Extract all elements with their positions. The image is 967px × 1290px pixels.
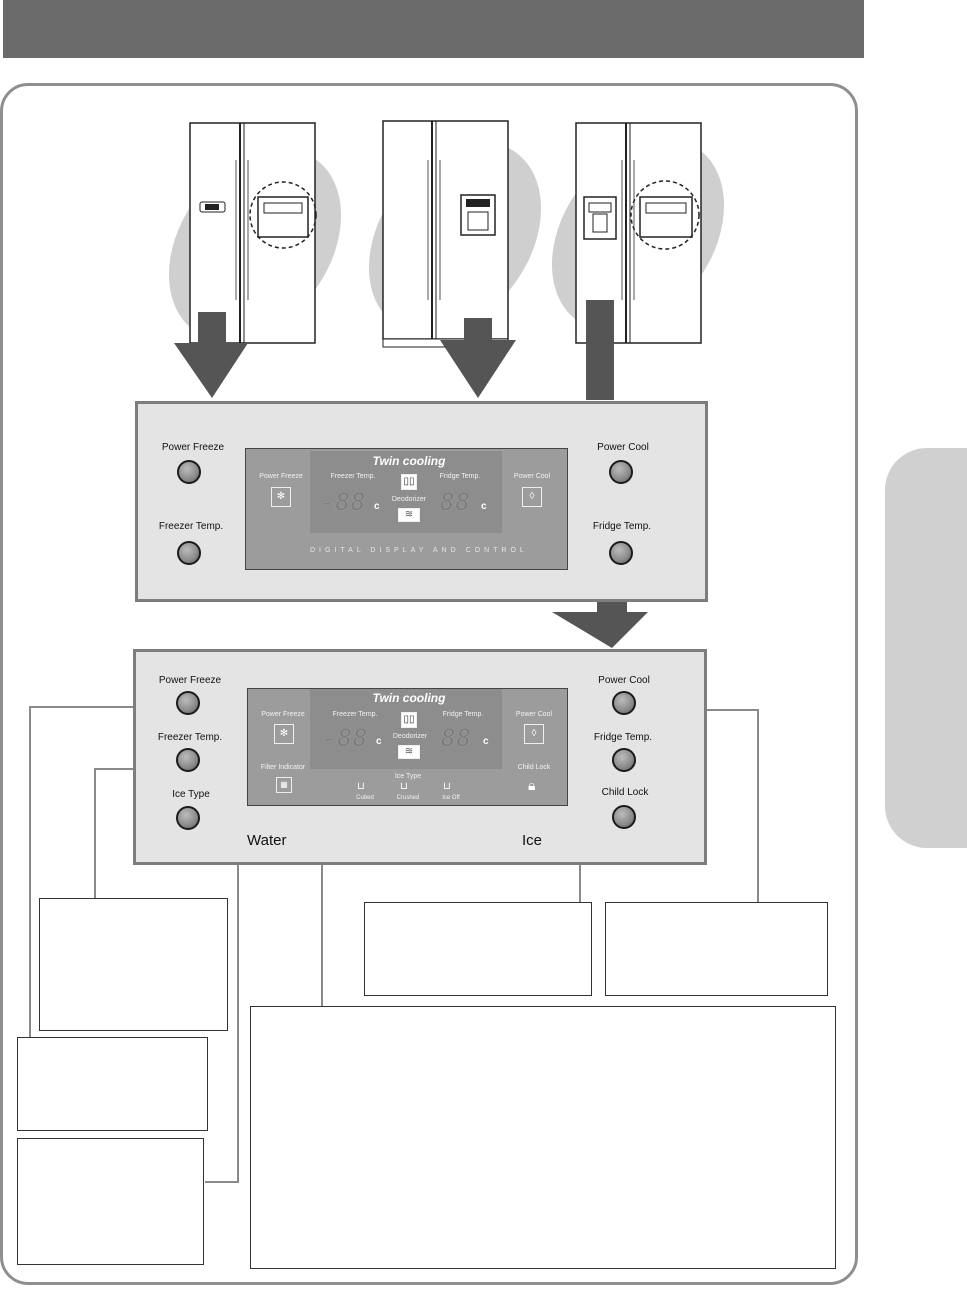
deodorizer-icon-2: ▯▯ bbox=[401, 712, 417, 728]
twin-cooling-title: Twin cooling bbox=[372, 454, 446, 468]
display-ice-type-text: Ice Type bbox=[394, 773, 422, 780]
arrow-down-panel bbox=[552, 601, 648, 648]
freezer-temp-label: Freezer Temp. bbox=[158, 521, 224, 532]
fridge-illustration-3 bbox=[551, 122, 725, 400]
callout-box-power-cool bbox=[605, 902, 828, 996]
arrow-down-1 bbox=[174, 312, 248, 398]
snowflake-icon-2: ✻ bbox=[274, 724, 294, 744]
display-fridge-temp-text: Fridge Temp. bbox=[439, 473, 481, 480]
display-deodorizer-text: Deodorizer bbox=[391, 496, 427, 503]
power-cool-button-2[interactable] bbox=[612, 691, 636, 715]
arrow-down-2 bbox=[440, 318, 516, 398]
power-cool-label: Power Cool bbox=[597, 442, 649, 453]
fridge-temp-button[interactable] bbox=[609, 541, 633, 565]
freezer-temp-digits-2: -88 bbox=[322, 724, 369, 752]
freezer-unit-2: c bbox=[376, 736, 382, 747]
power-freeze-label: Power Freeze bbox=[161, 442, 225, 453]
snowflake-icon: ✻ bbox=[271, 487, 291, 507]
deodorizer-wave-icon: ≋ bbox=[398, 508, 420, 522]
power-cool-label-2: Power Cool bbox=[598, 675, 650, 686]
display-freezer-temp-text: Freezer Temp. bbox=[330, 473, 376, 480]
twin-cooling-title-2: Twin cooling bbox=[372, 691, 446, 705]
freezer-temp-button[interactable] bbox=[177, 541, 201, 565]
deodorizer-icon: ▯▯ bbox=[401, 474, 417, 490]
filter-icon: ▦ bbox=[276, 777, 292, 793]
fridge-temp-label: Fridge Temp. bbox=[592, 521, 652, 532]
child-lock-label: Child Lock bbox=[601, 787, 649, 798]
fridge-temp-digits: 88 bbox=[440, 488, 471, 516]
power-freeze-button[interactable] bbox=[177, 460, 201, 484]
section-header-bar bbox=[3, 0, 864, 58]
droplet-icon: ◊ bbox=[522, 487, 542, 507]
ice-type-label: Ice Type bbox=[172, 789, 210, 800]
power-freeze-button-2[interactable] bbox=[176, 691, 200, 715]
water-label: Water bbox=[247, 832, 287, 849]
callout-box-power-freeze bbox=[17, 1037, 208, 1131]
display-fridge-temp-text-2: Fridge Temp. bbox=[442, 711, 484, 718]
callout-box-ice-type bbox=[17, 1138, 204, 1265]
lock-icon: 🔒︎ bbox=[528, 777, 536, 793]
display-freezer-temp-text-2: Freezer Temp. bbox=[332, 711, 378, 718]
power-cool-button[interactable] bbox=[609, 460, 633, 484]
display-power-cool-text: Power Cool bbox=[513, 473, 551, 480]
freezer-unit: c bbox=[374, 501, 380, 512]
fridge-unit-2: c bbox=[483, 736, 489, 747]
child-lock-button[interactable] bbox=[612, 805, 636, 829]
fridge-temp-button-2[interactable] bbox=[612, 748, 636, 772]
display-deodorizer-text-2: Deodorizer bbox=[392, 733, 428, 740]
droplet-icon-2: ◊ bbox=[524, 724, 544, 744]
power-freeze-label-2: Power Freeze bbox=[158, 675, 222, 686]
display-caption: DIGITAL DISPLAY AND CONTROL bbox=[310, 547, 528, 554]
fridge-illustration-2 bbox=[368, 120, 542, 398]
display-ice-off-text: Ice Off bbox=[442, 795, 460, 801]
arrow-shaft-3 bbox=[586, 300, 614, 400]
display-cubed-text: Cubed bbox=[356, 795, 374, 801]
freezer-temp-label-2: Freezer Temp. bbox=[157, 732, 223, 743]
callout-box-freezer-temp bbox=[39, 898, 228, 1031]
display-power-freeze-text-2: Power Freeze bbox=[261, 711, 305, 718]
fridge-illustration-1 bbox=[168, 122, 342, 398]
callout-box-fridge-temp bbox=[364, 902, 592, 996]
freezer-temp-digits: -88 bbox=[320, 488, 367, 516]
fridge-temp-digits-2: 88 bbox=[441, 724, 472, 752]
ice-label: Ice bbox=[522, 832, 543, 849]
fridge-unit: c bbox=[481, 501, 487, 512]
fridge-temp-label-2: Fridge Temp. bbox=[593, 732, 653, 743]
display-power-freeze-text: Power Freeze bbox=[259, 473, 303, 480]
display-filter-indicator-text: Filter Indicator bbox=[260, 764, 306, 771]
display-power-cool-text-2: Power Cool bbox=[515, 711, 553, 718]
cubed-ice-icon: ⊔ bbox=[357, 781, 365, 792]
crushed-ice-icon: ⊔ bbox=[400, 781, 408, 792]
display-crushed-text: Crushed bbox=[396, 795, 420, 801]
ice-off-icon: ⊔ bbox=[443, 781, 451, 792]
ice-type-button[interactable] bbox=[176, 806, 200, 830]
callout-box-child-lock bbox=[250, 1006, 836, 1269]
display-child-lock-text: Child Lock bbox=[517, 764, 551, 771]
freezer-temp-button-2[interactable] bbox=[176, 748, 200, 772]
chapter-side-tab bbox=[885, 448, 967, 848]
deodorizer-wave-icon-2: ≋ bbox=[398, 745, 420, 759]
